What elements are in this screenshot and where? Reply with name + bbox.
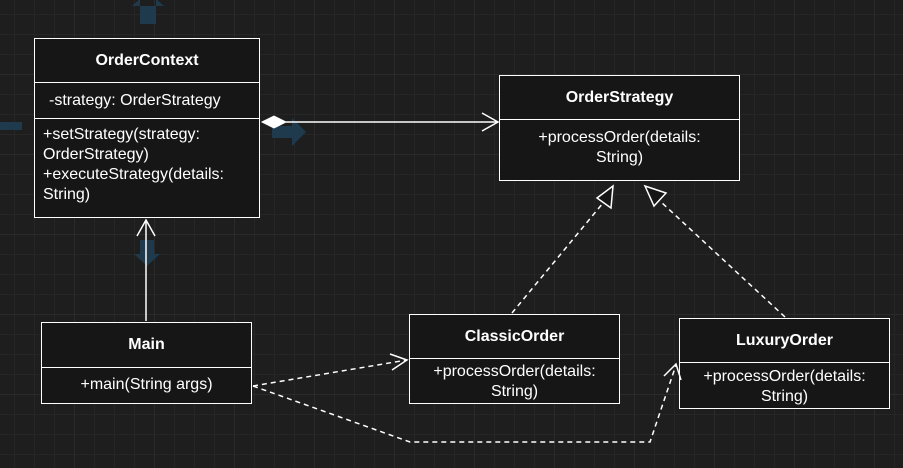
- method-process-order-line-2: String): [760, 388, 809, 405]
- attribute-strategy: -strategy: OrderStrategy: [49, 92, 221, 109]
- class-main[interactable]: Main +main(String args): [41, 322, 252, 404]
- class-methods: +main(String args): [42, 368, 251, 395]
- class-name: OrderStrategy: [500, 76, 739, 120]
- method-execute-strategy-line-1: +executeStrategy(details:: [43, 166, 224, 183]
- ghost-arrow-up-icon: [132, 0, 164, 24]
- class-order-context[interactable]: OrderContext -strategy: OrderStrategy +s…: [34, 38, 260, 218]
- ghost-arrow-down-icon: [134, 240, 160, 266]
- method-set-strategy-line-1: +setStrategy(strategy:: [43, 126, 200, 143]
- class-methods: +processOrder(details: String): [680, 363, 889, 407]
- class-methods: +setStrategy(strategy: OrderStrategy) +e…: [35, 119, 259, 205]
- class-attributes: -strategy: OrderStrategy: [35, 83, 259, 119]
- method-process-order-line-1: +processOrder(details:: [538, 129, 701, 146]
- class-order-strategy[interactable]: OrderStrategy +processOrder(details: Str…: [499, 75, 740, 181]
- class-classic-order[interactable]: ClassicOrder +processOrder(details: Stri…: [409, 314, 620, 404]
- method-execute-strategy-line-2: String): [43, 186, 91, 203]
- method-set-strategy-line-2: OrderStrategy): [43, 146, 149, 163]
- method-main: +main(String args): [80, 376, 213, 393]
- class-name: LuxuryOrder: [680, 319, 889, 363]
- class-luxury-order[interactable]: LuxuryOrder +processOrder(details: Strin…: [679, 318, 890, 409]
- method-process-order-line-2: String): [490, 383, 539, 400]
- class-name: ClassicOrder: [410, 315, 619, 359]
- class-methods: +processOrder(details: String): [500, 120, 739, 168]
- method-process-order-line-1: +processOrder(details:: [433, 363, 596, 380]
- ghost-arrow-right-icon: [272, 118, 306, 146]
- method-process-order-line-2: String): [595, 149, 644, 166]
- ghost-arrow-left-icon: [0, 122, 22, 130]
- class-name: OrderContext: [35, 39, 259, 83]
- class-methods: +processOrder(details: String): [410, 359, 619, 402]
- method-process-order-line-1: +processOrder(details:: [703, 368, 866, 385]
- class-name: Main: [42, 323, 251, 368]
